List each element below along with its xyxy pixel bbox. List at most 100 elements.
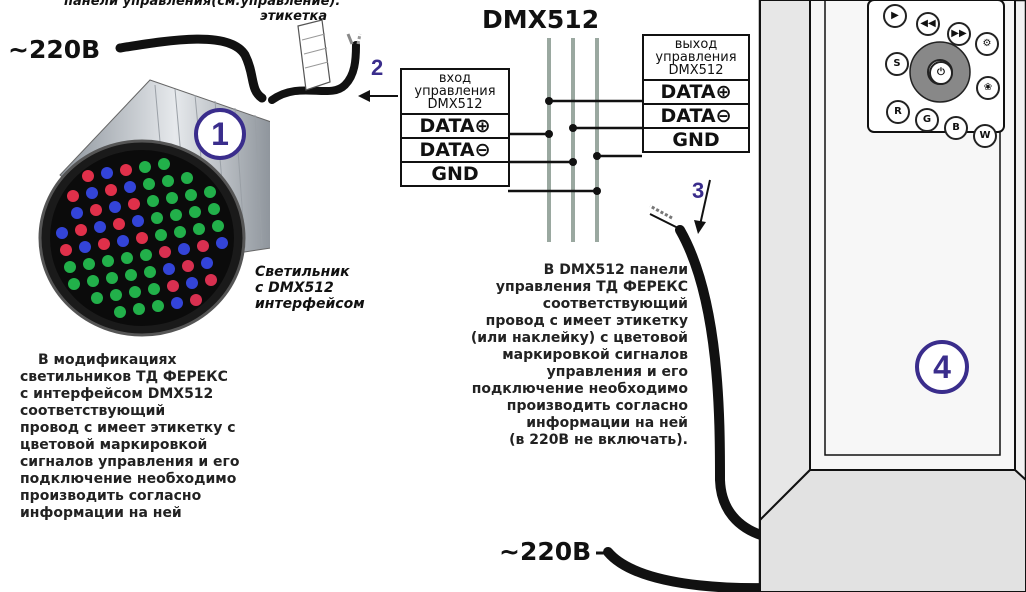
control-cable-lamp	[268, 41, 360, 104]
led	[117, 235, 129, 247]
paragraph-line: управления ТД ФЕРЕКС	[495, 279, 688, 295]
panel-description: В DMX512 панели управления ТД ФЕРЕКС соо…	[405, 262, 688, 449]
led	[106, 272, 118, 284]
output-header-line: DMX512	[668, 63, 724, 78]
led	[167, 280, 179, 292]
paragraph-line: провод с имеет этикетку	[485, 313, 688, 329]
settings-icon[interactable]: ⚙	[975, 32, 999, 56]
led	[143, 178, 155, 190]
led	[170, 209, 182, 221]
paragraph-line: подключение необходимо	[471, 381, 688, 397]
paragraph-line: информации на ней	[526, 415, 688, 431]
button-s[interactable]: S	[885, 52, 909, 76]
led	[75, 224, 87, 236]
led	[181, 172, 193, 184]
dmx-input-box: вход управления DMX512 DATA⊕ DATA⊖ GND	[400, 68, 510, 187]
input-header-line: вход	[438, 71, 472, 86]
led	[140, 249, 152, 261]
paragraph-line: В DMX512 панели	[543, 262, 688, 278]
paragraph-line: сигналов управления и его	[20, 454, 240, 470]
led	[205, 274, 217, 286]
paragraph-line: светильников ТД ФЕРЕКС	[20, 369, 228, 385]
led	[121, 252, 133, 264]
led	[60, 244, 72, 256]
paragraph-line: производить согласно	[506, 398, 688, 414]
led	[79, 241, 91, 253]
paragraph-line: информации на ней	[20, 505, 182, 521]
led	[166, 192, 178, 204]
led	[182, 260, 194, 272]
dmx-title: DMX512	[482, 5, 600, 34]
lamp-caption-line: с DMX512	[255, 280, 334, 296]
forward-icon[interactable]: ▶▶	[947, 22, 971, 46]
lamp-caption-line: Светильник	[255, 264, 350, 280]
led	[98, 238, 110, 250]
label-tag-text: этикетка	[260, 9, 328, 24]
paragraph-line: (в 220В не включать).	[509, 432, 688, 448]
led	[87, 275, 99, 287]
led	[186, 277, 198, 289]
led	[91, 292, 103, 304]
paragraph-line: производить согласно	[20, 488, 202, 504]
fan-icon[interactable]: ❀	[976, 76, 1000, 100]
led	[208, 203, 220, 215]
led	[132, 215, 144, 227]
led	[129, 286, 141, 298]
led	[152, 300, 164, 312]
output-row-data-plus: DATA⊕	[644, 79, 748, 103]
power-button-icon[interactable]: ⏻	[929, 61, 953, 85]
paragraph-line: соответствующий	[542, 296, 688, 312]
button-g[interactable]: G	[915, 108, 939, 132]
power-label-left: ~220В	[8, 35, 101, 64]
output-box-header: выход управления DMX512	[644, 36, 748, 79]
led	[162, 175, 174, 187]
label-tag-shape	[297, 19, 331, 91]
led	[159, 246, 171, 258]
button-r[interactable]: R	[886, 100, 910, 124]
led	[101, 167, 113, 179]
play-icon[interactable]: ▶	[883, 4, 907, 28]
marker-2: 2	[371, 55, 384, 80]
paragraph-line: соответствующий	[20, 403, 166, 419]
top-cut-text: панели управления(см.управление).	[64, 0, 341, 9]
input-header-line: DMX512	[427, 97, 483, 112]
led	[83, 258, 95, 270]
led	[171, 297, 183, 309]
output-header-line: управления	[655, 50, 737, 65]
led	[155, 229, 167, 241]
led	[158, 158, 170, 170]
led-lamp-icon	[38, 79, 291, 337]
input-header-line: управления	[414, 84, 496, 99]
led	[86, 187, 98, 199]
led	[193, 223, 205, 235]
paragraph-line: с интерфейсом DMX512	[20, 386, 214, 402]
led	[128, 198, 140, 210]
output-row-data-minus: DATA⊖	[644, 103, 748, 127]
led	[94, 221, 106, 233]
led	[204, 186, 216, 198]
led	[136, 232, 148, 244]
lamp-description: В модификациях светильников ТД ФЕРЕКС с …	[20, 352, 310, 522]
paragraph-line: цветовой маркировкой	[20, 437, 208, 453]
led	[125, 269, 137, 281]
led	[144, 266, 156, 278]
led	[110, 289, 122, 301]
led	[71, 207, 83, 219]
paragraph-line: управления и его	[546, 364, 688, 380]
rewind-icon[interactable]: ◀◀	[916, 12, 940, 36]
led	[105, 184, 117, 196]
led	[212, 220, 224, 232]
led	[102, 255, 114, 267]
led	[151, 212, 163, 224]
dmx-output-box: выход управления DMX512 DATA⊕ DATA⊖ GND	[642, 34, 750, 153]
lamp-caption: Светильник с DMX512 интерфейсом	[255, 264, 365, 312]
button-b[interactable]: B	[944, 116, 968, 140]
led	[120, 164, 132, 176]
input-row-data-minus: DATA⊖	[402, 137, 508, 161]
button-w[interactable]: W	[973, 124, 997, 148]
output-header-line: выход	[674, 37, 718, 52]
marker-4: 4	[915, 340, 969, 394]
paragraph-line: В модификациях	[38, 352, 177, 368]
led	[114, 306, 126, 318]
marker-1: 1	[194, 108, 246, 160]
